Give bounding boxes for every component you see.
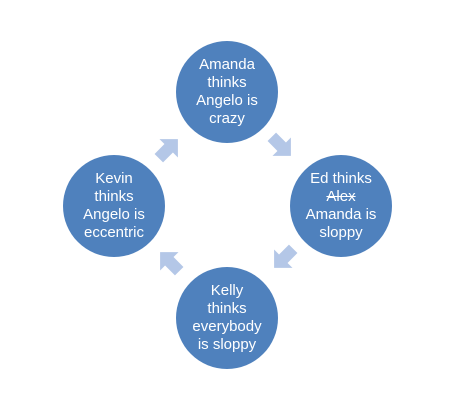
node-amanda-text: Amanda thinks Angelo is crazy	[196, 56, 258, 128]
node-line: is sloppy	[197, 336, 257, 353]
node-kevin: Kevin thinks Angelo is eccentric	[63, 155, 165, 257]
node-line: sloppy	[319, 224, 363, 241]
arrow-top-to-right	[267, 132, 291, 156]
node-ed-text: Ed thinks Alex Amanda is sloppy	[306, 170, 377, 242]
arrow-left-to-top	[154, 139, 178, 163]
node-line: Kelly	[210, 282, 244, 299]
node-line: Ed thinks	[310, 170, 372, 187]
node-amanda: Amanda thinks Angelo is crazy	[176, 41, 278, 143]
node-line-struck: Alex	[326, 188, 356, 205]
node-kelly: Kelly thinks everybody is sloppy	[176, 267, 278, 369]
node-line: thinks	[207, 300, 247, 317]
node-line: Amanda is	[305, 206, 377, 223]
node-kevin-text: Kevin thinks Angelo is eccentric	[83, 170, 145, 242]
node-line: thinks	[207, 74, 247, 91]
node-line: eccentric	[83, 224, 145, 241]
arrow-right-to-bottom	[274, 244, 298, 268]
node-ed: Ed thinks Alex Amanda is sloppy	[290, 155, 392, 257]
node-line: crazy	[209, 110, 245, 127]
node-line: Angelo is	[83, 206, 145, 223]
arrow-bottom-to-left	[160, 252, 184, 276]
node-line: Kevin	[95, 170, 133, 187]
node-line: Amanda	[199, 56, 255, 73]
node-kelly-text: Kelly thinks everybody is sloppy	[192, 282, 261, 354]
node-line: everybody	[192, 318, 262, 335]
node-line: thinks	[94, 188, 134, 205]
node-line: Angelo is	[196, 92, 258, 109]
